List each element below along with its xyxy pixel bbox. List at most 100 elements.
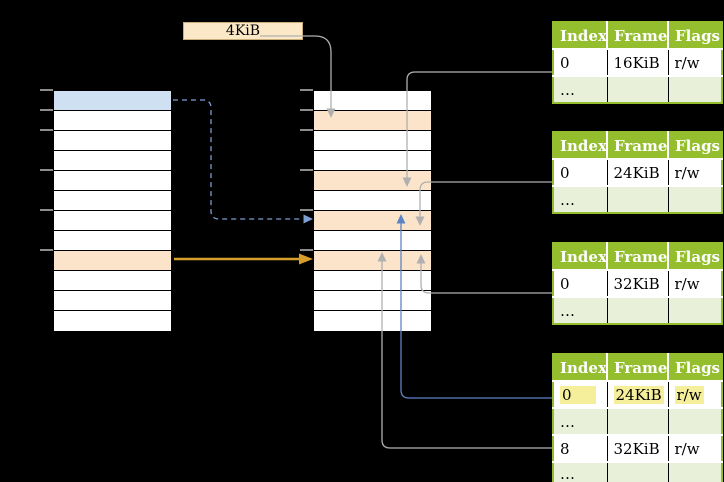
table-row: … xyxy=(553,461,722,482)
memory-row-orange xyxy=(314,171,431,191)
address-tick-left xyxy=(40,129,53,131)
table-cell xyxy=(668,407,722,435)
table-row: … xyxy=(553,407,722,435)
memory-row-orange xyxy=(314,111,431,131)
memory-row-white xyxy=(54,171,171,191)
table-cell xyxy=(607,461,669,482)
table-cell: 8 xyxy=(553,434,608,462)
address-tick-left xyxy=(40,249,53,251)
memory-row-white xyxy=(54,111,171,131)
table-cell xyxy=(607,75,669,103)
column-header: Index xyxy=(553,243,608,270)
address-tick-middle xyxy=(300,169,313,171)
memory-row-white xyxy=(314,151,431,171)
memory-row-white xyxy=(54,271,171,291)
memory-row-orange xyxy=(54,251,171,271)
table-cell: r/w xyxy=(668,269,722,297)
table-cell: 32KiB xyxy=(607,434,669,462)
memory-row-white xyxy=(54,191,171,211)
address-tick-middle xyxy=(300,129,313,131)
column-header: Flags xyxy=(668,354,722,381)
address-tick-middle xyxy=(300,209,313,211)
memory-row-white xyxy=(54,151,171,171)
address-tick-left xyxy=(40,169,53,171)
column-header: Index xyxy=(553,354,608,381)
physical-memory-column xyxy=(313,90,432,331)
memory-row-white xyxy=(314,311,431,331)
connector-orange-arrow-head xyxy=(299,253,313,265)
address-tick-middle xyxy=(300,89,313,91)
table-cell: 0 xyxy=(553,380,608,408)
column-header: Flags xyxy=(668,243,722,270)
column-header: Frame xyxy=(607,243,669,270)
memory-row-white xyxy=(314,291,431,311)
memory-row-white xyxy=(54,231,171,251)
table-cell: 32KiB xyxy=(607,269,669,297)
memory-row-white xyxy=(54,211,171,231)
memory-row-white xyxy=(314,231,431,251)
address-tick-middle xyxy=(300,249,313,251)
address-tick-left xyxy=(40,89,53,91)
table-cell xyxy=(607,407,669,435)
table-cell: … xyxy=(553,75,608,103)
column-header: Flags xyxy=(668,22,722,49)
table-cell: 16KiB xyxy=(607,48,669,76)
page-size-label: 4KiB xyxy=(183,22,303,40)
table-cell xyxy=(607,185,669,213)
column-header: Frame xyxy=(607,22,669,49)
highlighted-value: 24KiB xyxy=(613,385,664,404)
highlighted-value: r/w xyxy=(674,385,704,404)
table-cell xyxy=(668,185,722,213)
column-header: Index xyxy=(553,132,608,159)
table-cell: … xyxy=(553,461,608,482)
connector-blue-dashed-head xyxy=(303,214,313,224)
column-header: Index xyxy=(553,22,608,49)
table-cell xyxy=(607,296,669,324)
table-cell: r/w xyxy=(668,434,722,462)
memory-row-white xyxy=(54,291,171,311)
memory-row-blue xyxy=(54,91,171,111)
table-cell xyxy=(668,296,722,324)
table-row: … xyxy=(553,296,722,324)
table-cell: r/w xyxy=(668,48,722,76)
memory-row-white xyxy=(314,131,431,151)
memory-row-white xyxy=(314,91,431,111)
column-header: Frame xyxy=(607,354,669,381)
table-cell xyxy=(668,75,722,103)
table-cell: … xyxy=(553,296,608,324)
address-tick-middle xyxy=(300,109,313,111)
address-tick-left xyxy=(40,109,53,111)
virtual-memory-column xyxy=(53,90,172,331)
table-cell: 0 xyxy=(553,158,608,186)
memory-row-orange xyxy=(314,211,431,231)
table-cell: r/w xyxy=(668,158,722,186)
table-cell: … xyxy=(553,407,608,435)
table-cell: … xyxy=(553,185,608,213)
connector-blue-dashed xyxy=(173,99,313,224)
memory-row-white xyxy=(54,311,171,331)
table-row: … xyxy=(553,185,722,213)
column-header: Frame xyxy=(607,132,669,159)
table-cell: 24KiB xyxy=(607,380,669,408)
memory-row-white xyxy=(314,271,431,291)
table-cell: 24KiB xyxy=(607,158,669,186)
column-header: Flags xyxy=(668,132,722,159)
memory-row-white xyxy=(54,131,171,151)
table-row: … xyxy=(553,75,722,103)
address-tick-left xyxy=(40,209,53,211)
memory-row-white xyxy=(314,191,431,211)
connector-orange-arrow xyxy=(174,253,313,265)
table-cell: 0 xyxy=(553,269,608,297)
table-cell xyxy=(668,461,722,482)
